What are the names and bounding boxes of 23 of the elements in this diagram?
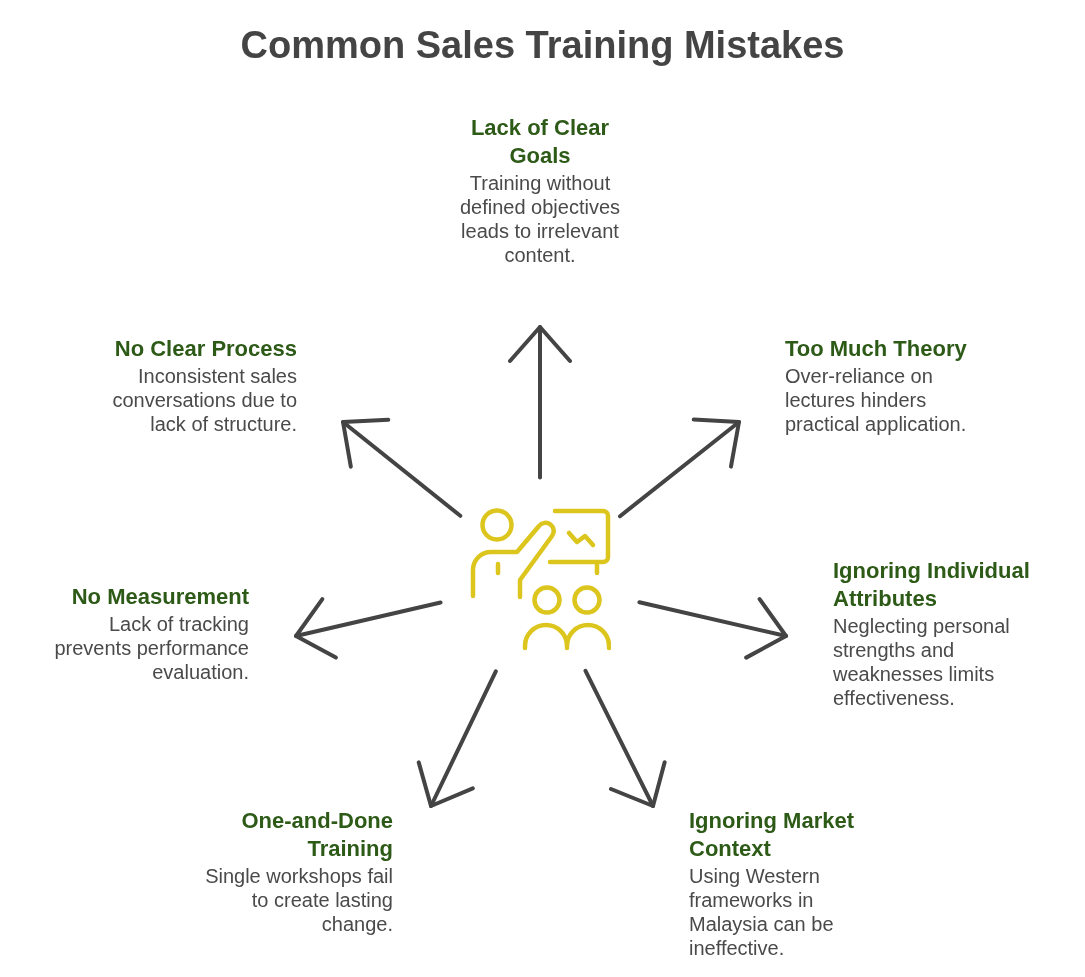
arrow xyxy=(508,325,572,480)
description: Using Western frameworks in Malaysia can be ineffective. xyxy=(689,864,835,960)
description: Over-reliance on lectures hinders practical application. xyxy=(785,364,968,436)
title: Common Sales Training Mistakes xyxy=(239,23,846,68)
presenter-audience-icon xyxy=(469,508,611,651)
description: Single workshops fail to create lasting change. xyxy=(204,864,393,936)
description: Inconsistent sales conversations due to lack of structure. xyxy=(111,364,297,436)
description: Training without defined objectives leads to irrelevant content. xyxy=(458,171,622,267)
heading: No Clear Process xyxy=(113,335,297,363)
arrow xyxy=(637,597,788,660)
heading: No Measurement xyxy=(70,583,249,611)
heading: Ignoring Market Context xyxy=(689,807,855,863)
description: Lack of tracking prevents performance evaluation. xyxy=(53,612,249,684)
arrow xyxy=(294,597,443,660)
heading: Too Much Theory xyxy=(785,335,968,363)
arrow xyxy=(618,417,741,519)
arrow xyxy=(416,669,498,808)
arrow xyxy=(583,668,667,808)
heading: One-and-Done Training xyxy=(240,807,393,863)
heading: Lack of Clear Goals xyxy=(469,114,611,170)
arrow xyxy=(341,417,463,518)
heading: Ignoring Individual Attributes xyxy=(833,557,1031,613)
description: Neglecting personal strengths and weaknesses limits effectiveness. xyxy=(833,614,1011,710)
